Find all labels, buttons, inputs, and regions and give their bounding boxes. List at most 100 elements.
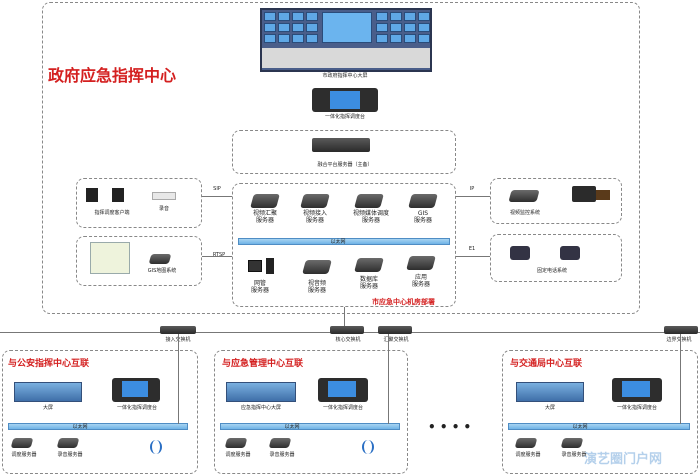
branch-device-label: 录音服务器 xyxy=(561,452,587,458)
server-chip xyxy=(250,194,280,208)
video-wall xyxy=(260,8,432,72)
client-label: 指挥调度客户端 xyxy=(94,210,130,216)
server-label: 视音频 服务器 xyxy=(307,280,326,294)
video-wall-label: 市政府指挥中心大屏 xyxy=(322,73,368,79)
pc-icon xyxy=(112,188,124,202)
branch-device xyxy=(56,438,80,448)
phone-icon xyxy=(560,246,580,260)
gis-box xyxy=(76,236,202,286)
branch-console-label: 一体化指挥调度台 xyxy=(322,405,363,411)
branch-console xyxy=(112,378,160,402)
branch-bus-label: 以太网 xyxy=(72,424,88,430)
branch-wall xyxy=(516,382,584,402)
connector-line xyxy=(202,196,232,197)
branch-device-label: 调度服务器 xyxy=(11,452,37,458)
server-label: 应用 服务器 xyxy=(411,274,430,288)
monitor-icon xyxy=(248,260,262,272)
switch-label: 汇聚交换机 xyxy=(383,337,409,343)
switch-icon xyxy=(330,326,364,334)
switch-icon xyxy=(378,326,412,334)
branch-device xyxy=(268,438,292,448)
main-center-title: 政府应急指挥中心 xyxy=(48,66,177,85)
recorder-icon xyxy=(152,192,176,200)
branch-device-label: 录音服务器 xyxy=(269,452,295,458)
branch-uplink xyxy=(680,334,681,424)
tower-icon xyxy=(266,258,274,274)
branch-uplink xyxy=(388,334,389,424)
port-label: SIP xyxy=(213,186,221,192)
client-box xyxy=(76,178,202,228)
branch-wall-label: 大屏 xyxy=(544,405,555,411)
pc-icon xyxy=(86,188,98,202)
switch-icon xyxy=(160,326,196,334)
branch-device-label: 调度服务器 xyxy=(515,452,541,458)
branch-wall-label: 应急指挥中心大屏 xyxy=(240,405,281,411)
switch-label: 边界交换机 xyxy=(666,337,692,343)
branch-wall xyxy=(226,382,296,402)
ethernet-bus-label: 以太网 xyxy=(330,239,346,245)
server-label: 视频汇聚 服务器 xyxy=(252,210,277,224)
branch-device xyxy=(560,438,584,448)
video-monitor-box xyxy=(490,178,622,224)
server-label: 视频接入 服务器 xyxy=(302,210,327,224)
server-label: 网管 服务器 xyxy=(250,280,269,294)
platform-server-icon xyxy=(312,138,370,152)
branch-console-label: 一体化指挥调度台 xyxy=(116,405,157,411)
gis-label: GIS地图系统 xyxy=(147,268,177,274)
switch-icon xyxy=(664,326,698,334)
phone-label: 固定电话系统 xyxy=(536,268,567,274)
branch-bus-label: 以太网 xyxy=(284,424,300,430)
branch-device-label: 调度服务器 xyxy=(225,452,251,458)
server-chip xyxy=(300,194,330,208)
more-branches-ellipsis: • • • • xyxy=(428,420,472,434)
antenna-icon xyxy=(362,440,374,454)
server-label: 视频媒体调度 服务器 xyxy=(352,210,389,224)
branch-device xyxy=(224,438,248,448)
ethernet-bus xyxy=(238,238,450,245)
branch-wall-label: 大屏 xyxy=(42,405,53,411)
branch-title: 与公安指挥中心互联 xyxy=(8,359,90,369)
switch-label: 核心交换机 xyxy=(335,337,361,343)
server-chip xyxy=(408,194,438,208)
switch-label: 接入交换机 xyxy=(156,337,200,343)
branch-bus xyxy=(220,423,400,430)
video-monitor-label: 视频监控系统 xyxy=(509,210,540,216)
recorder-label: 录音 xyxy=(158,206,169,212)
platform-server-label: 融合平台服务器（主备） xyxy=(317,162,373,168)
machine-room-box xyxy=(232,183,456,307)
machine-room-label: 市应急中心机房部署 xyxy=(372,298,435,306)
command-console xyxy=(312,88,378,112)
port-label: RTSP xyxy=(212,252,226,258)
branch-device-label: 录音服务器 xyxy=(57,452,83,458)
map-icon xyxy=(90,242,130,274)
branch-title: 与交通局中心互联 xyxy=(510,359,583,369)
branch-bus xyxy=(8,423,188,430)
connector-line xyxy=(456,256,490,257)
branch-device xyxy=(514,438,538,448)
video-device-icon xyxy=(508,190,540,202)
camera-icon xyxy=(572,186,596,202)
server-chip xyxy=(354,194,384,208)
branch-console xyxy=(612,378,662,402)
branch-bus-label: 以太网 xyxy=(572,424,588,430)
branch-uplink xyxy=(178,334,179,424)
connector-line xyxy=(202,256,232,257)
port-label: E1 xyxy=(468,246,476,252)
phone-box xyxy=(490,234,622,282)
branch-console xyxy=(318,378,368,402)
camera-icon xyxy=(596,190,610,200)
server-label: GIS 服务器 xyxy=(413,210,432,224)
server-chip xyxy=(354,258,384,272)
server-chip xyxy=(302,260,332,274)
antenna-icon xyxy=(150,440,162,454)
port-label: IP xyxy=(469,186,475,192)
main-center-boundary xyxy=(42,2,640,314)
server-chip xyxy=(406,256,436,270)
branch-device xyxy=(10,438,34,448)
watermark: 演艺圈门户网 xyxy=(584,452,663,467)
branch-title: 与应急管理中心互联 xyxy=(222,359,304,369)
backbone-vertical xyxy=(344,307,345,333)
platform-server-box xyxy=(232,130,456,174)
gis-device-icon xyxy=(148,254,172,264)
branch-bus xyxy=(508,423,690,430)
